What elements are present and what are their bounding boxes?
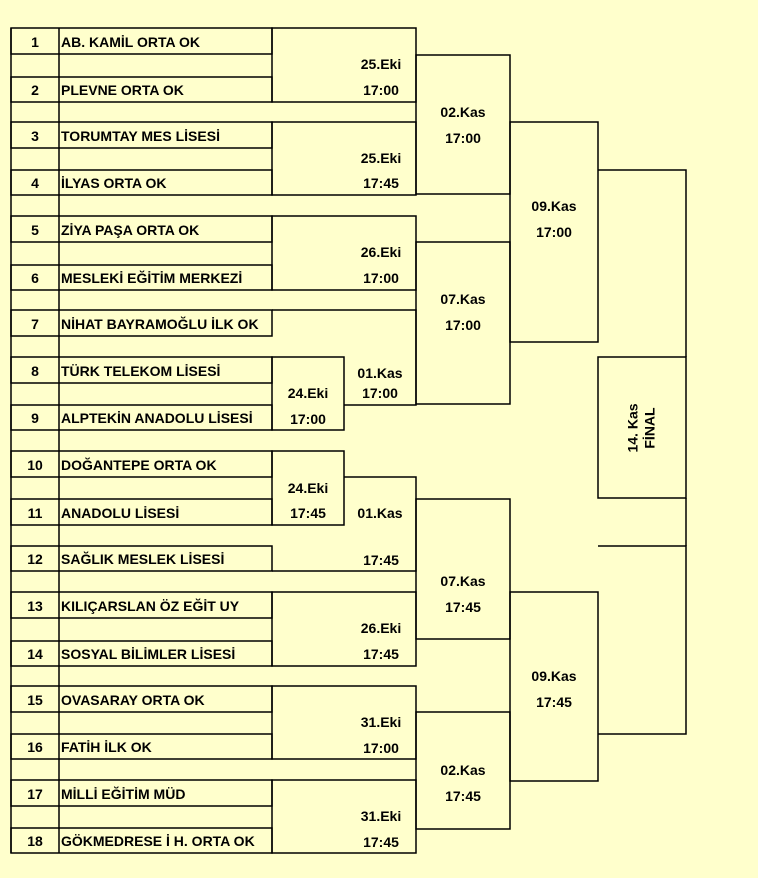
match-time: 17:00 (445, 130, 481, 146)
team-number: 7 (31, 316, 39, 332)
team-number: 11 (27, 505, 43, 521)
final-bracket-bottom (598, 545, 687, 735)
match-time: 17:45 (363, 552, 399, 568)
round2-box (415, 54, 511, 195)
match-date: 09.Kas (531, 198, 577, 214)
match-time: 17:00 (362, 385, 398, 401)
team-row-box (10, 309, 273, 337)
team-name: PLEVNE ORTA OK (61, 82, 184, 98)
team-number: 12 (27, 551, 43, 567)
match-box (271, 356, 345, 431)
team-name: GÖKMEDRESE İ H. ORTA OK (61, 833, 255, 849)
match-time: 17:45 (536, 694, 572, 710)
team-name: İLYAS ORTA OK (61, 175, 167, 191)
semi-box (509, 591, 599, 782)
team-number: 15 (27, 692, 43, 708)
match-date: 07.Kas (440, 573, 486, 589)
team-name: SAĞLIK MESLEK LİSESİ (61, 551, 225, 567)
team-number: 5 (31, 222, 39, 238)
team-name: ZİYA PAŞA ORTA OK (61, 222, 200, 238)
match-date: 31.Eki (360, 808, 402, 824)
match-time: 17:45 (363, 646, 399, 662)
match-time: 17:00 (363, 270, 399, 286)
match-date: 24.Eki (287, 480, 329, 496)
final-match: 14. Kas FİNAL (598, 357, 686, 498)
match-time: 17:45 (290, 505, 326, 521)
team-name: FATİH İLK OK (61, 739, 152, 755)
match-time: 17:45 (363, 175, 399, 191)
match-date: 01.Kas (357, 365, 403, 381)
team-number: 16 (27, 739, 43, 755)
match-time: 17:00 (445, 317, 481, 333)
team-name: AB. KAMİL ORTA OK (61, 34, 200, 50)
team-name: DOĞANTEPE ORTA OK (61, 457, 217, 473)
team-number: 13 (27, 598, 43, 614)
match-date: 09.Kas (531, 668, 577, 684)
team-number: 17 (27, 786, 43, 802)
final-date: 14. Kas (624, 402, 641, 453)
team-name: MESLEKİ EĞİTİM MERKEZİ (61, 270, 243, 286)
match-date: 07.Kas (440, 291, 486, 307)
match-time: 17:45 (445, 599, 481, 615)
team-name: ANADOLU LİSESİ (61, 505, 180, 521)
team-name: SOSYAL BİLİMLER LİSESİ (61, 646, 236, 662)
match-date: 02.Kas (440, 762, 486, 778)
final-box (597, 356, 687, 499)
match-time: 17:00 (536, 224, 572, 240)
team-number: 1 (31, 34, 39, 50)
team-number: 8 (31, 363, 39, 379)
match-time: 17:45 (445, 788, 481, 804)
team-number: 3 (31, 128, 39, 144)
match-date: 01.Kas (357, 505, 403, 521)
final-label: FİNAL (641, 406, 658, 449)
match-time: 17:45 (363, 834, 399, 850)
round2-box (415, 498, 511, 640)
semi-box (509, 121, 599, 343)
match-date: 24.Eki (287, 385, 329, 401)
team-name: TORUMTAY MES LİSESİ (61, 128, 220, 144)
team-name: NİHAT BAYRAMOĞLU İLK OK (61, 316, 259, 332)
team-name: TÜRK TELEKOM LİSESİ (61, 363, 221, 379)
match-date: 25.Eki (360, 56, 402, 72)
team-name: KILIÇARSLAN ÖZ EĞİT UY (61, 598, 240, 614)
final-text: 14. Kas FİNAL (625, 403, 659, 452)
team-number: 9 (31, 410, 39, 426)
team-name: MİLLİ EĞİTİM MÜD (61, 786, 186, 802)
team-name: ALPTEKİN ANADOLU LİSESİ (61, 410, 253, 426)
team-number: 4 (31, 175, 39, 191)
team-number: 18 (27, 833, 43, 849)
match-time: 17:00 (363, 82, 399, 98)
match-date: 02.Kas (440, 104, 486, 120)
match-time: 17:00 (363, 740, 399, 756)
team-row-box (10, 545, 273, 572)
match-date: 26.Eki (360, 620, 402, 636)
match-date: 26.Eki (360, 244, 402, 260)
team-number: 10 (27, 457, 43, 473)
match-time: 17:00 (290, 411, 326, 427)
team-name: OVASARAY ORTA OK (61, 692, 205, 708)
team-number: 2 (31, 82, 39, 98)
team-number: 6 (31, 270, 39, 286)
team-number: 14 (27, 646, 43, 662)
match-date: 31.Eki (360, 714, 402, 730)
final-bracket-top (598, 169, 687, 357)
match-date: 25.Eki (360, 150, 402, 166)
match-box (271, 450, 345, 526)
